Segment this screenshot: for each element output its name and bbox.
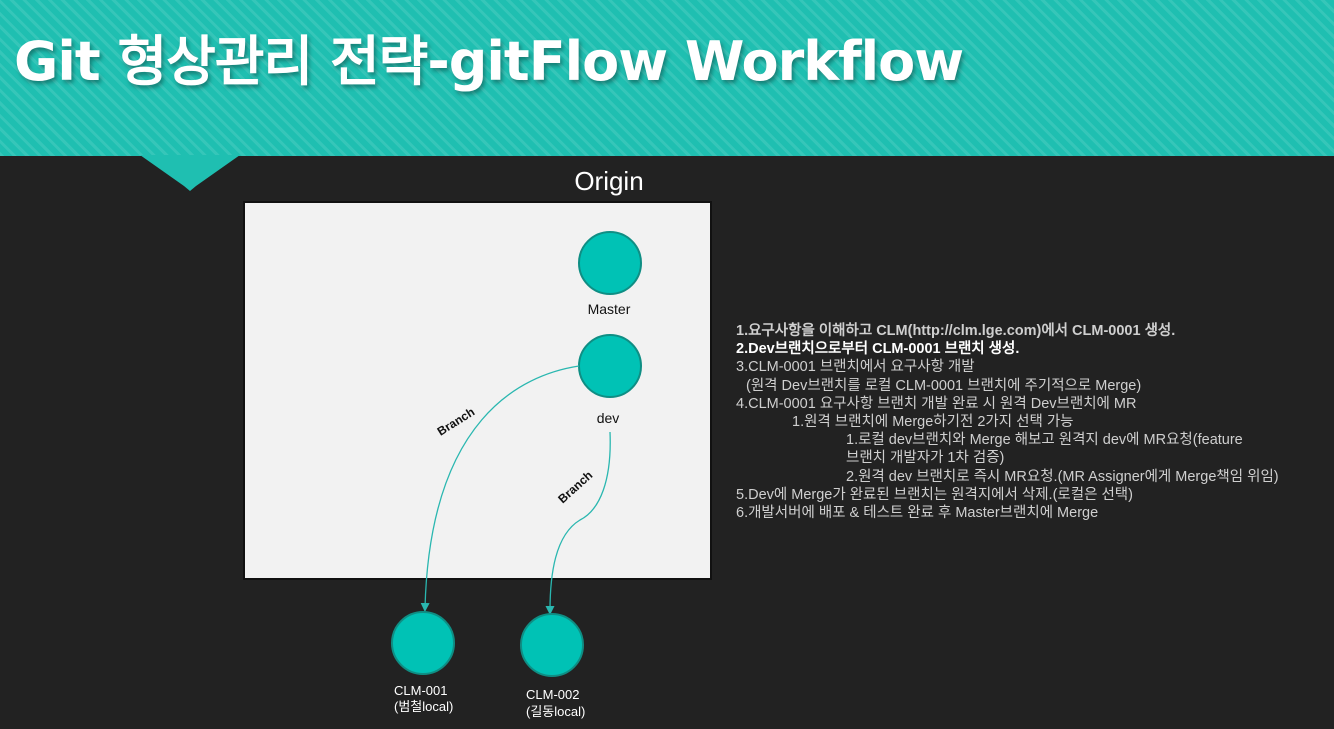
- branch-arrow-to-clm001: [420, 365, 580, 612]
- clm002-owner-label: (길동local): [526, 704, 585, 719]
- slide-title: Git 형상관리 전략-gitFlow Workflow: [14, 30, 964, 93]
- step-3: 3.CLM-0001 브랜치에서 요구사항 개발: [736, 359, 975, 376]
- branch-arrow-to-clm002: [545, 431, 611, 615]
- dev-branch-node: [578, 334, 642, 398]
- clm001-local-node: [391, 611, 455, 675]
- step-4-1-2: 2.원격 dev 브랜치로 즉시 MR요청.(MR Assigner에게 Mer…: [846, 468, 1279, 485]
- step-4: 4.CLM-0001 요구사항 브랜치 개발 완료 시 원격 Dev브랜치에 M…: [736, 395, 1137, 412]
- step-1: 1.요구사항을 이해하고 CLM(http://clm.lge.com)에서 C…: [736, 323, 1176, 339]
- title-banner: [0, 0, 1334, 156]
- step-6: 6.개발서버에 배포 & 테스트 완료 후 Master브랜치에 Merge: [736, 505, 1099, 522]
- step-2: 2.Dev브랜치으로부터 CLM-0001 브랜치 생성.: [736, 341, 1020, 358]
- step-4-1-1-cont: 브랜치 개발자가 1차 검증): [846, 450, 1005, 467]
- origin-label: Origin: [574, 166, 643, 196]
- clm002-local-node: [520, 613, 584, 677]
- dev-branch-label: dev: [597, 410, 620, 426]
- step-4-1-1: 1.로컬 dev브랜치와 Merge 해보고 원격지 dev에 MR요청(fea…: [846, 432, 1243, 449]
- step-3-note: (원격 Dev브랜치를 로컬 CLM-0001 브랜치에 주기적으로 Merge…: [746, 377, 1142, 394]
- clm002-label: CLM-002: [526, 687, 579, 702]
- step-5: 5.Dev에 Merge가 완료된 브랜치는 원격지에서 삭제.(로컬은 선택): [736, 486, 1133, 503]
- workflow-steps: 1.요구사항을 이해하고 CLM(http://clm.lge.com)에서 C…: [736, 322, 1326, 522]
- master-branch-label: Master: [588, 301, 631, 317]
- master-branch-node: [578, 231, 642, 295]
- clm001-label: CLM-001: [394, 683, 447, 698]
- clm001-owner-label: (범철local): [394, 699, 453, 714]
- step-4-1: 1.원격 브랜치에 Merge하기전 2가지 선택 가능: [792, 414, 1074, 431]
